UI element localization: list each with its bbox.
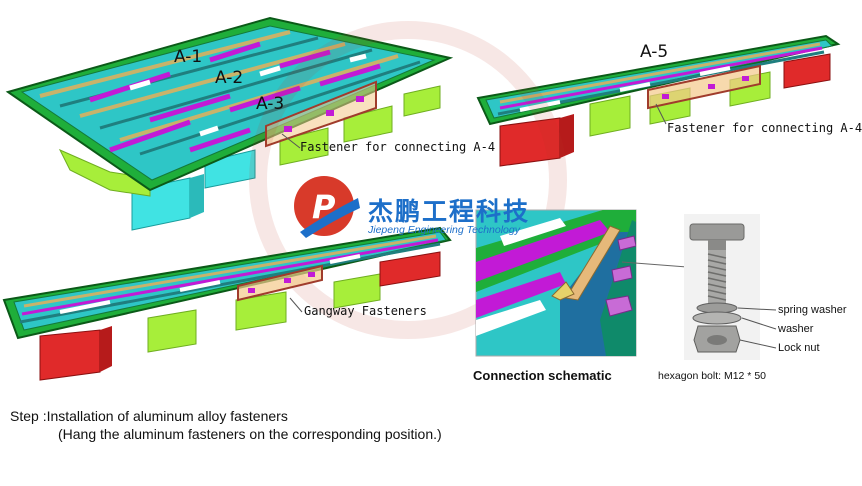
label-a5: A-5 xyxy=(640,42,669,62)
svg-text:P: P xyxy=(312,188,336,226)
large-platform-stripes xyxy=(39,30,421,156)
label-spring-washer: spring washer xyxy=(778,304,847,316)
label-fastener-right: Fastener for connecting A-4 xyxy=(667,121,862,135)
step-line-1: Step :Installation of aluminum alloy fas… xyxy=(10,408,288,424)
right-fastener-leader xyxy=(655,103,667,125)
large-platform-deck xyxy=(20,25,436,181)
label-connection-schematic: Connection schematic xyxy=(473,368,612,383)
spring-washer-leader xyxy=(737,307,777,311)
label-washer: washer xyxy=(778,323,814,335)
label-a2: A-2 xyxy=(215,68,244,88)
lock-nut-leader xyxy=(739,339,777,349)
label-gangway-fasteners: Gangway Fasteners xyxy=(304,304,427,318)
label-a1: A-1 xyxy=(174,47,203,67)
company-logo-mark: P xyxy=(294,176,360,238)
logo-english-text: Jiepeng Engineering Technology xyxy=(368,224,520,236)
large-fastener-leader xyxy=(281,133,301,149)
gangway-fastener-box xyxy=(237,264,323,302)
gangway-platform-stripes xyxy=(19,234,441,324)
logo-chinese-text: 杰鹏工程科技 xyxy=(368,197,531,226)
gangway-platform xyxy=(2,226,452,381)
label-lock-nut: Lock nut xyxy=(778,342,820,354)
label-hexagon-bolt: hexagon bolt: M12 * 50 xyxy=(658,370,766,382)
large-platform xyxy=(5,16,454,231)
diagram-stage: P xyxy=(2,16,862,442)
right-platform-fastener-clips xyxy=(662,76,749,99)
watermark xyxy=(249,21,567,339)
large-platform-fastener-box xyxy=(265,80,377,148)
label-a3: A-3 xyxy=(256,94,285,114)
right-platform xyxy=(476,34,841,167)
connection-schematic-inset xyxy=(475,209,701,357)
step-line-2: (Hang the aluminum fasteners on the corr… xyxy=(58,426,442,442)
washer-part xyxy=(692,311,742,325)
large-platform-fastener-clips xyxy=(284,96,364,132)
right-platform-stripes xyxy=(497,42,825,116)
right-platform-fastener-box xyxy=(647,64,761,110)
washer-leader xyxy=(741,317,777,330)
bolt-thread xyxy=(707,250,727,306)
gangway-fastener-leader xyxy=(289,297,303,313)
diagram-canvas: P xyxy=(2,16,841,381)
label-fastener-left: Fastener for connecting A-4 xyxy=(300,140,496,154)
bolt-photo xyxy=(684,214,777,360)
gangway-fastener-clips xyxy=(248,272,315,293)
